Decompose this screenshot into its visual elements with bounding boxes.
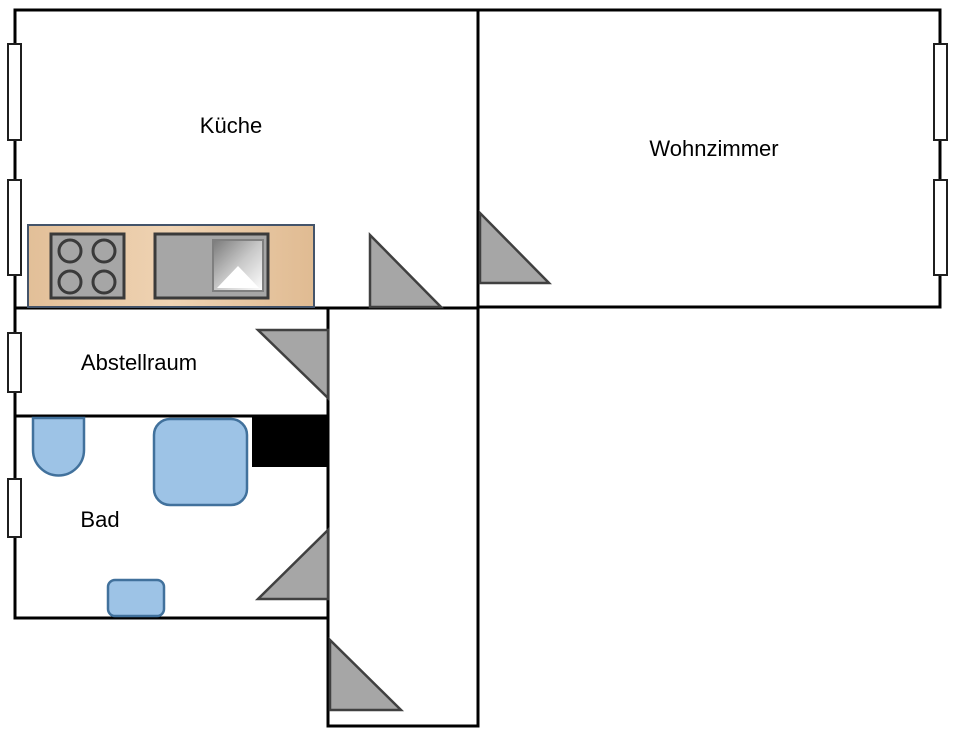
- living-room-wall: [476, 8, 942, 309]
- room-label-storage: Abstellraum: [81, 350, 197, 375]
- window: [933, 43, 948, 141]
- kitchen-counter: [27, 224, 315, 308]
- window: [7, 43, 22, 141]
- shower-icon: [152, 417, 249, 507]
- window: [7, 478, 22, 538]
- sink-icon: [153, 232, 270, 300]
- window: [7, 332, 22, 393]
- room-label-living-room: Wohnzimmer: [649, 136, 778, 161]
- door-icon: [254, 328, 330, 401]
- door-icon: [254, 527, 330, 601]
- door-icon: [368, 231, 444, 309]
- window: [7, 179, 22, 276]
- stove-icon: [49, 232, 126, 300]
- door-icon: [328, 637, 405, 712]
- room-label-bathroom: Bad: [80, 507, 119, 532]
- door-icon: [478, 209, 552, 285]
- toilet-icon: [31, 416, 86, 477]
- washbasin-icon: [106, 578, 166, 618]
- room-label-kitchen: Küche: [200, 113, 262, 138]
- window: [933, 179, 948, 276]
- shaft-block: [252, 417, 328, 467]
